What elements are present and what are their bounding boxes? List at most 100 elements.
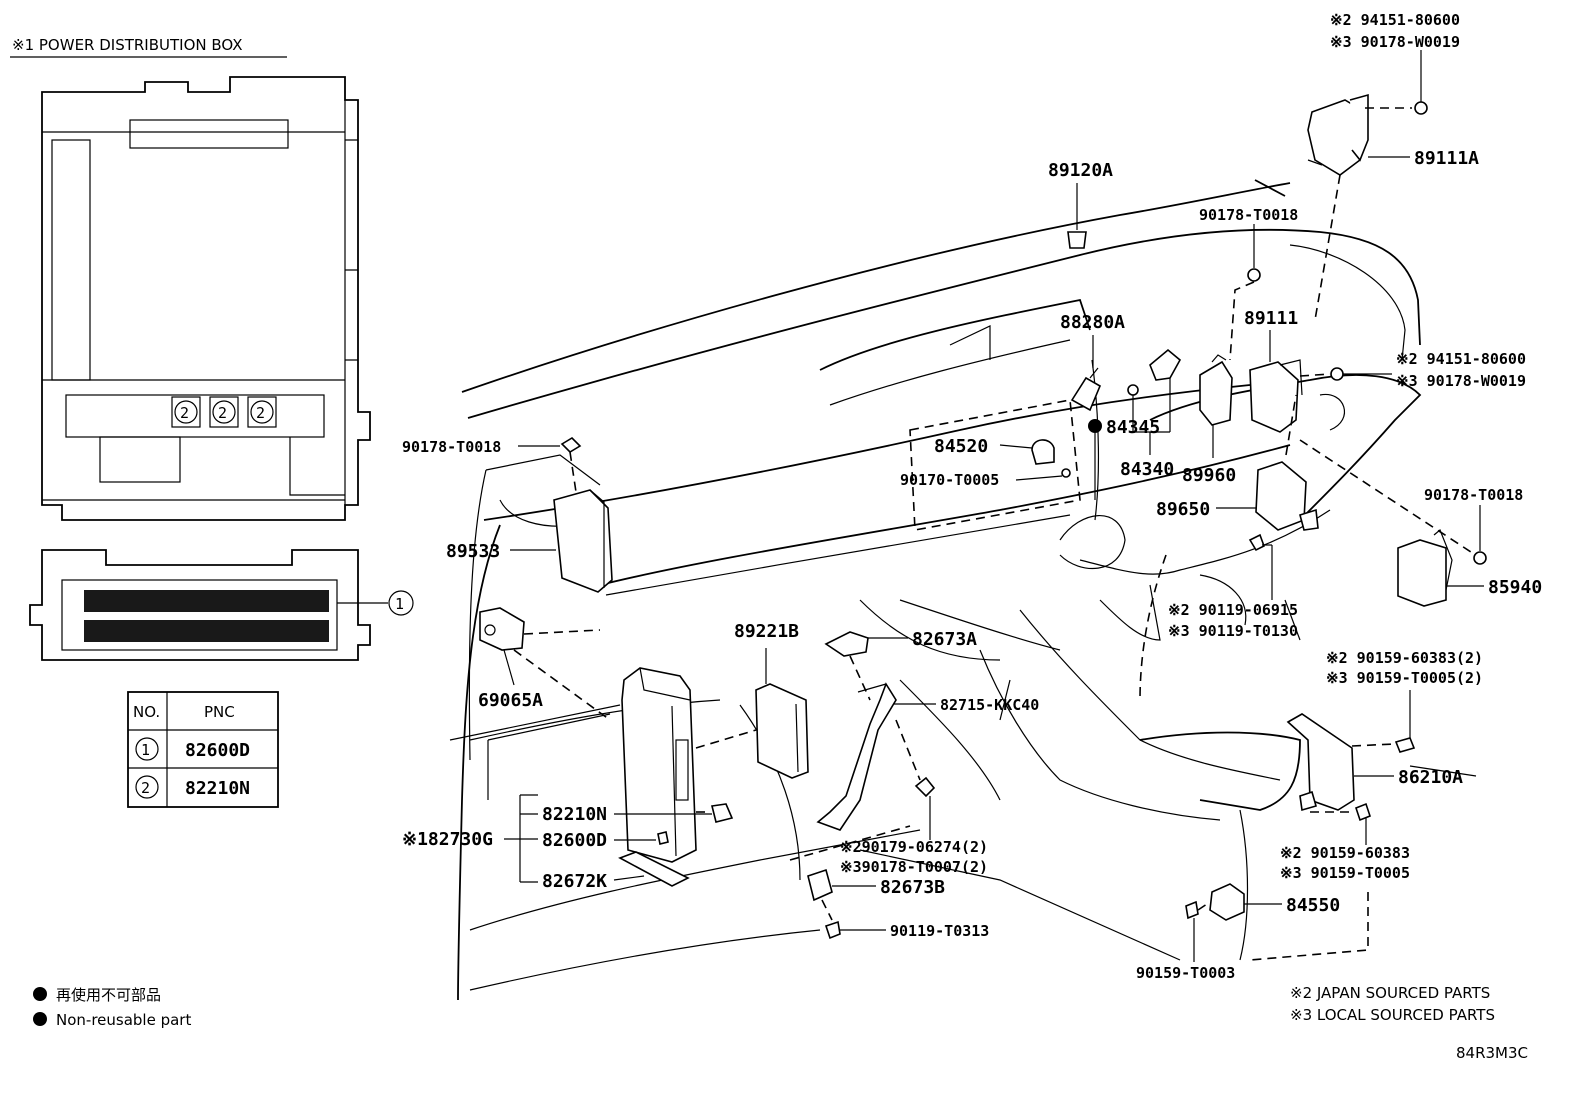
inset-power-distribution-box: ※1 POWER DISTRIBUTION BOX 2 2 2 [10,36,414,808]
callout-circle-1 [388,590,414,616]
part-82672K[interactable]: 82672K [542,851,690,892]
part-82730G[interactable] [621,667,697,863]
legend: 再使用不可部品 Non-reusable part [33,986,191,1029]
label-90178-T0018-top: 90178-T0018 [1199,206,1298,224]
nut-icon [560,436,582,454]
dashboard-outline [449,179,1422,1001]
callout-1-text: 1 [395,595,404,613]
clip-icon [914,776,936,798]
label-82715-KKC40: 82715-KKC40 [940,696,1039,714]
callout-2c-text: 2 [256,404,265,422]
label-89111A: 89111A [1414,148,1479,169]
bolt-icon [1394,737,1416,753]
label-89111: 89111 [1244,308,1298,329]
part-90119-06915[interactable]: ※2 90119-06915 ※3 90119-T0130 [1139,533,1298,701]
part-84550[interactable]: 84550 [1209,883,1369,961]
label-mid-right-2: ※2 94151-80600 [1396,350,1526,368]
label-84340: 84340 [1120,459,1174,480]
part-86210A[interactable]: 86210A ※2 90159-60383(2) ※3 90159-T0005(… [1286,649,1483,812]
callout-circle-2c [250,400,274,424]
part-89960[interactable]: 89960 [1182,354,1236,486]
table-row-1-pnc: 82600D [185,740,250,761]
non-reusable-dot-icon [33,987,47,1001]
label-89120A: 89120A [1048,160,1113,181]
sourcing-japan: ※2 JAPAN SOURCED PARTS [1290,984,1490,1002]
label-84345: 84345 [1106,417,1160,438]
part-85940[interactable]: 85940 90178-T0018 [1299,439,1542,607]
callout-2a-text: 2 [180,404,189,422]
connector-pin-grid [84,590,329,642]
label-89960: 89960 [1182,465,1236,486]
part-82600D[interactable]: 82600D [542,830,669,851]
nut-icon [1414,101,1428,115]
label-bolt-3: ※3 90119-T0130 [1168,622,1298,640]
label-90178-T0018-left: 90178-T0018 [402,438,501,456]
label-82600D: 82600D [542,830,607,851]
table-row-2-no: 2 [141,779,150,797]
part-82715-KKC40[interactable]: 82715-KKC40 [816,682,1039,831]
sourcing-notes: ※2 JAPAN SOURCED PARTS ※3 LOCAL SOURCED … [1290,984,1528,1062]
bolt-icon [824,920,841,940]
nut-icon [1247,268,1261,282]
label-low-bolt-2: ※2 90159-60383 [1280,844,1410,862]
ring-icon [1127,384,1139,396]
label-top-right-3: ※3 90178-W0019 [1330,33,1460,51]
junction-box-connector-view: 1 [29,549,414,661]
table-row-2-pnc: 82210N [185,778,250,799]
label-82210N: 82210N [542,804,607,825]
label-clip-3: ※390178-T0007(2) [840,858,988,876]
part-89650[interactable]: 89650 [1156,394,1319,531]
label-69065A: 69065A [478,690,543,711]
part-82210N[interactable]: 82210N [542,803,734,825]
label-top-right-2: ※2 94151-80600 [1330,11,1460,29]
label-mid-right-3: ※3 90178-W0019 [1396,372,1526,390]
callout-circle-2b [212,400,236,424]
part-90178-T0018-left[interactable]: 90178-T0018 [402,436,582,493]
part-89111A[interactable]: 89111A ※2 94151-80600 ※3 90178-W0019 [1307,11,1479,176]
part-82673B[interactable]: 82673B ※290179-06274(2) ※390178-T0007(2) [789,776,988,921]
part-69065A[interactable]: 69065A [478,607,611,721]
part-84520[interactable]: 84520 90170-T0005 [900,436,1071,489]
bolt-icon [1185,900,1199,920]
part-90119-T0313[interactable]: 90119-T0313 [824,920,989,940]
label-82730G: ※182730G [402,829,493,850]
part-84340[interactable]: 84345 84340 [1088,348,1182,500]
junction-box-drawing: 2 2 2 [41,76,371,521]
callout-circle-2a [174,400,198,424]
leader-82730G: ※182730G [402,713,611,883]
label-84520: 84520 [934,436,988,457]
part-88280A[interactable]: 88280A [1060,312,1125,412]
label-bolt86-2: ※2 90159-60383(2) [1326,649,1483,667]
inset-title: ※1 POWER DISTRIBUTION BOX [12,36,243,54]
part-90178-T0018-top[interactable]: 90178-T0018 [1199,206,1298,361]
part-82673A[interactable]: 82673A [824,629,977,701]
label-90178-T0018-right: 90178-T0018 [1424,486,1523,504]
label-clip-2: ※290179-06274(2) [840,838,988,856]
part-89221B[interactable]: 89221B [695,621,809,779]
table-header-no: NO. [133,703,160,721]
label-85940: 85940 [1488,577,1542,598]
part-89111[interactable]: 89111 ※2 94151-80600 ※3 90178-W0019 [1244,308,1526,433]
part-90159-T0003[interactable]: 90159-T0003 [859,849,1235,982]
legend-jp: 再使用不可部品 [56,986,161,1004]
label-82673B: 82673B [880,877,945,898]
label-low-bolt-3: ※3 90159-T0005 [1280,864,1410,882]
part-89533[interactable]: 89533 [446,489,613,593]
label-89533: 89533 [446,541,500,562]
label-82672K: 82672K [542,871,607,892]
label-86210A: 86210A [1398,767,1463,788]
label-90159-T0003: 90159-T0003 [1136,964,1235,982]
callout-2b-text: 2 [218,404,227,422]
bolt-icon [1248,533,1265,552]
label-90170-T0005: 90170-T0005 [900,471,999,489]
nut-icon [1473,551,1487,565]
leader-89111A-down [1314,174,1341,321]
part-90159-60383[interactable]: ※2 90159-60383 ※3 90159-T0005 [1280,802,1410,882]
figure-code: 84R3M3C [1456,1044,1528,1062]
label-88280A: 88280A [1060,312,1125,333]
non-reusable-dot-icon [1088,419,1102,433]
part-89120A[interactable]: 89120A [1048,160,1113,249]
sourcing-local: ※3 LOCAL SOURCED PARTS [1290,1006,1495,1024]
